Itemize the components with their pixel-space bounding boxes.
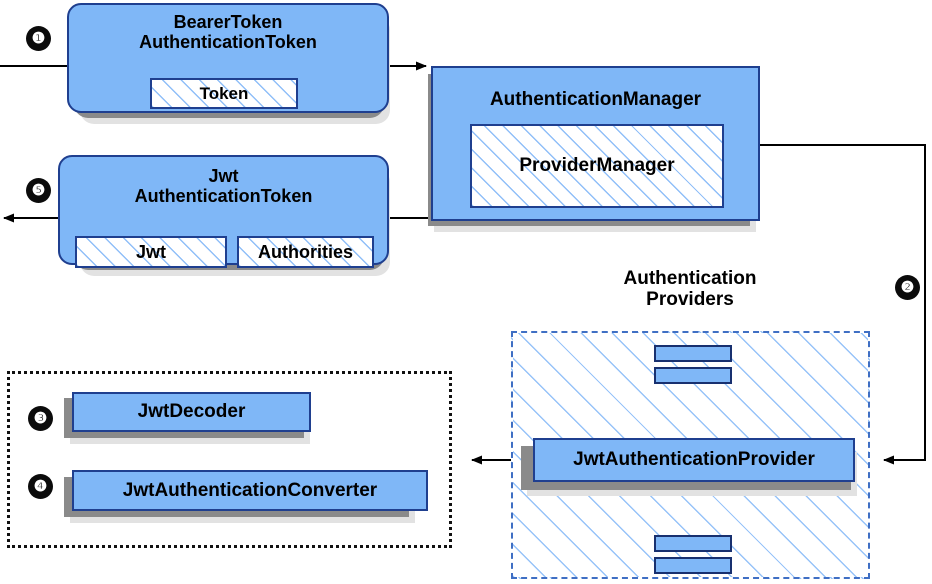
jwt-authentication-converter-label: JwtAuthenticationConverter: [122, 479, 378, 501]
step-badge-1: ❶: [26, 26, 51, 51]
jwt-authentication-converter[interactable]: JwtAuthenticationConverter: [72, 470, 428, 511]
jwt-decoder[interactable]: JwtDecoder: [72, 392, 311, 432]
bearer-token-title: BearerToken AuthenticationToken: [139, 12, 317, 53]
jwt-helpers-container: [7, 371, 452, 548]
authentication-manager-title: AuthenticationManager: [489, 89, 702, 110]
authentication-providers-caption: Authentication Providers: [623, 268, 757, 311]
provider-placeholder-bar-1: [654, 345, 732, 362]
jwt-authentication-provider-label: JwtAuthenticationProvider: [573, 449, 815, 471]
step-badge-5: ❺: [26, 178, 51, 203]
token-field: Token: [150, 78, 298, 109]
authorities-field: Authorities: [237, 236, 374, 268]
provider-manager-label: ProviderManager: [519, 155, 675, 176]
authorities-field-label: Authorities: [257, 241, 353, 262]
jwt-field-label: Jwt: [135, 241, 166, 262]
step-badge-2: ❷: [895, 275, 920, 300]
provider-placeholder-bar-3: [654, 535, 732, 552]
jwt-field: Jwt: [75, 236, 227, 268]
provider-manager-field: ProviderManager: [470, 124, 724, 208]
step-badge-4: ❹: [28, 474, 53, 499]
step-badge-3: ❸: [28, 406, 53, 431]
jwt-decoder-label: JwtDecoder: [137, 401, 246, 423]
jwt-token-title: Jwt AuthenticationToken: [134, 166, 313, 207]
provider-placeholder-bar-4: [654, 557, 732, 574]
jwt-authentication-provider[interactable]: JwtAuthenticationProvider: [533, 438, 855, 482]
token-field-label: Token: [199, 83, 249, 103]
provider-placeholder-bar-2: [654, 367, 732, 384]
bearer-token-authentication-token[interactable]: BearerToken AuthenticationToken: [67, 3, 389, 113]
